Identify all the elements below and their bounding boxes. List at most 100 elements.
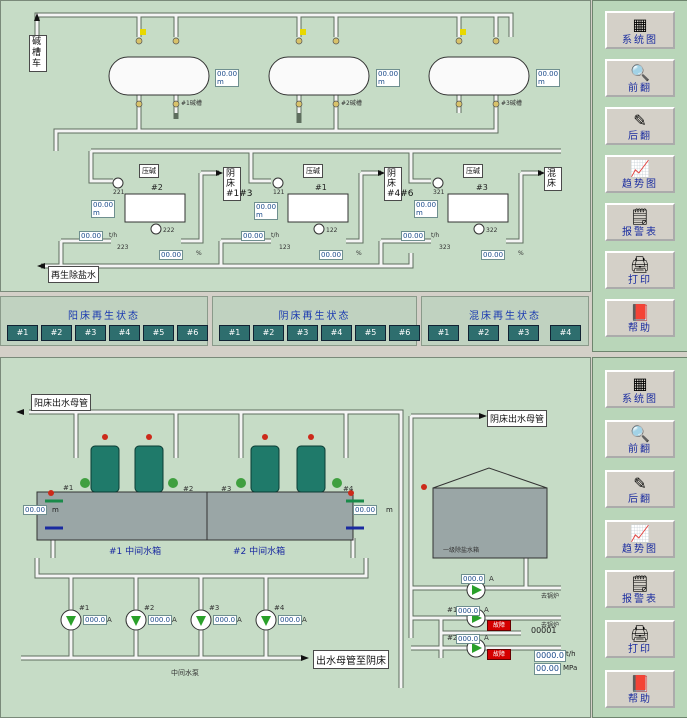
nav-system-diagram[interactable]: ▦系统图 <box>605 11 675 49</box>
nav-page-next-2[interactable]: ✎后翻 <box>605 470 675 508</box>
pump-1-current: 000.0 <box>83 615 108 625</box>
counter-value: 00001 <box>531 626 557 635</box>
tower-num-1: #1 <box>63 484 74 492</box>
rpump-2-unit: A <box>484 634 489 642</box>
rpump-num-1: #1 <box>447 606 458 614</box>
to-boiler-label-2: 去锅炉 <box>541 622 560 629</box>
cation-regen-title: 阳床再生状态 <box>68 311 140 322</box>
mixed-status-1[interactable]: #1 <box>428 325 459 341</box>
pump-4-unit: A <box>302 616 307 624</box>
rpump-1-current: 000.0 <box>456 606 481 616</box>
press-alkali-button-1[interactable]: 压碱 <box>303 164 323 178</box>
tank-1-label: #1碱槽 <box>181 100 202 107</box>
total-flow-value: 0000.0 <box>534 650 566 662</box>
top-piping-diagram <box>34 12 561 269</box>
cation-status-3[interactable]: #3 <box>75 325 106 341</box>
pump-4-current: 000.0 <box>278 615 303 625</box>
alkali-tank-1 <box>108 56 210 96</box>
bottom-piping-diagram <box>16 409 561 688</box>
nav-alarm-table-2[interactable]: 🗒报警表 <box>605 570 675 608</box>
rpump-1-unit: A <box>484 606 489 614</box>
rpump-top-unit: A <box>489 575 494 583</box>
fault-indicator-1[interactable]: 故障 <box>487 620 511 631</box>
cation-status-1[interactable]: #1 <box>7 325 38 341</box>
nav-system-diagram-2[interactable]: ▦系统图 <box>605 370 675 408</box>
nav-print-2[interactable]: 🖨打印 <box>605 620 675 658</box>
tank-2-level-unit: m <box>386 506 393 514</box>
total-flow-unit: t/h <box>566 650 576 658</box>
pump-group-label: 中间水泵 <box>171 669 199 677</box>
nav-help[interactable]: 📕帮助 <box>605 299 675 337</box>
to-boiler-label-1: 去锅炉 <box>541 593 560 600</box>
mixed-status-4[interactable]: #4 <box>550 325 581 341</box>
unit-1-flow-unit: t/h <box>271 232 280 239</box>
unit-box-3 <box>447 193 509 223</box>
alarm-icon: 🗒 <box>629 207 651 226</box>
pencil-icon: ✎ <box>633 474 647 493</box>
unit-box-1 <box>287 193 349 223</box>
mixed-status-2[interactable]: #2 <box>468 325 499 341</box>
tank-2-level: 00.00 <box>353 505 378 515</box>
cation-status-4[interactable]: #4 <box>109 325 140 341</box>
degas-tower-4 <box>296 445 326 493</box>
pressure-value: 00.00 <box>534 663 561 675</box>
press-alkali-button-2[interactable]: 压碱 <box>139 164 159 178</box>
regen-water-label: 再生除盐水 <box>48 266 100 283</box>
nav-help-2[interactable]: 📕帮助 <box>605 670 675 708</box>
cation-header-label: 阳床出水母管 <box>31 394 92 411</box>
anion-status-4[interactable]: #4 <box>321 325 352 341</box>
mixed-status-3[interactable]: #3 <box>508 325 539 341</box>
tank-1-level: 00.00 <box>23 505 48 515</box>
pump-num-3: #3 <box>209 604 220 612</box>
pump-3-current: 000.0 <box>213 615 238 625</box>
pump-2-unit: A <box>172 616 177 624</box>
nav-trend-chart-2[interactable]: 📈趋势图 <box>605 520 675 558</box>
tower-num-4: #4 <box>343 485 354 493</box>
unit-box-2 <box>124 193 186 223</box>
nav-page-prev[interactable]: 🔍前翻 <box>605 59 675 97</box>
nav-page-prev-2[interactable]: 🔍前翻 <box>605 420 675 458</box>
anion-status-6[interactable]: #6 <box>389 325 420 341</box>
outlet-header-label: 出水母管至阴床 <box>313 650 389 669</box>
help-book-icon: 📕 <box>630 303 650 322</box>
anion-regen-status: 阴床再生状态 #1 #2 #3 #4 #5 #6 <box>212 296 420 346</box>
anion-regen-title: 阴床再生状态 <box>278 311 351 322</box>
printer-icon: 🖨 <box>629 255 651 274</box>
unit-1-valve-a: 121 <box>273 189 285 196</box>
tank-3-label: #3碱槽 <box>501 100 522 107</box>
intermediate-water-panel: 阳床出水母管 阴床出水母管 #1 中间水箱 #2 中间水箱 00.00 m 00… <box>0 357 591 718</box>
cation-status-2[interactable]: #2 <box>41 325 72 341</box>
cation-status-5[interactable]: #5 <box>143 325 174 341</box>
unit-2-valve-b: 222 <box>163 227 175 234</box>
tower-num-3: #3 <box>221 485 232 493</box>
system-diagram-icon: ▦ <box>632 374 648 393</box>
unit-2-number: #2 <box>151 183 163 192</box>
press-alkali-button-3[interactable]: 压碱 <box>463 164 483 178</box>
demin-water-tank <box>432 487 548 559</box>
pump-2-current: 000.0 <box>148 615 173 625</box>
cation-status-6[interactable]: #6 <box>177 325 208 341</box>
unit-1-valve-b: 122 <box>326 227 338 234</box>
tank-2-label: #2碱槽 <box>341 100 362 107</box>
nav-print[interactable]: 🖨打印 <box>605 251 675 289</box>
anion-status-2[interactable]: #2 <box>253 325 284 341</box>
nav-alarm-table[interactable]: 🗒报警表 <box>605 203 675 241</box>
trend-chart-icon: 📈 <box>630 524 650 543</box>
anion-status-1[interactable]: #1 <box>219 325 250 341</box>
nav-sidebar-top: ▦系统图 🔍前翻 ✎后翻 📈趋势图 🗒报警表 🖨打印 📕帮助 <box>592 0 687 352</box>
alarm-icon: 🗒 <box>629 574 651 593</box>
nav-page-next[interactable]: ✎后翻 <box>605 107 675 145</box>
unit-3-percent-unit: % <box>518 250 524 257</box>
anion-status-3[interactable]: #3 <box>287 325 318 341</box>
rpump-top-current: 000.0 <box>461 574 486 584</box>
tank-1-label: #1 中间水箱 <box>109 547 162 557</box>
tank-1-level-unit: m <box>52 506 59 514</box>
trend-chart-icon: 📈 <box>630 159 650 178</box>
fault-indicator-2[interactable]: 故障 <box>487 649 511 660</box>
pressure-unit: MPa <box>563 664 578 672</box>
nav-trend-chart[interactable]: 📈趋势图 <box>605 155 675 193</box>
anion-status-5[interactable]: #5 <box>355 325 386 341</box>
